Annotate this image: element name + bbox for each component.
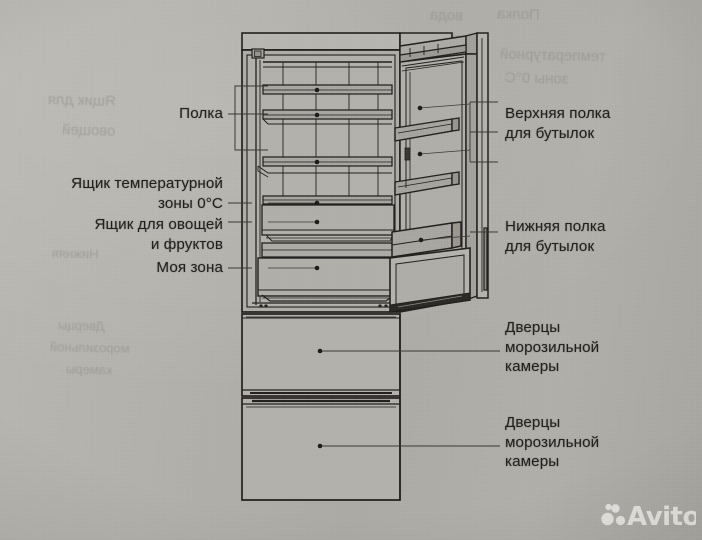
callout-dots	[314, 87, 424, 449]
callout-dot	[317, 443, 323, 449]
door-bottom-panel	[389, 247, 471, 313]
leader-door-inner	[420, 235, 471, 241]
fridge-shelves	[257, 61, 393, 205]
callout-dot	[317, 348, 323, 354]
fridge-door-open	[389, 32, 489, 313]
callout-dot	[314, 87, 320, 93]
leader-door-inner	[419, 103, 471, 109]
callout-dot	[417, 151, 423, 157]
callout-dot	[417, 105, 423, 111]
label-my-zone: Моя зона	[156, 259, 223, 276]
callout-dot	[314, 219, 320, 225]
lower-bottle-shelf-part	[394, 171, 460, 196]
label-shelf: Полка	[179, 105, 223, 122]
callout-dot	[314, 265, 320, 271]
door-bottom-bin	[391, 221, 462, 258]
fridge-drawers	[252, 204, 397, 308]
callout-dot	[314, 159, 320, 165]
leader-door-inner	[419, 149, 471, 155]
callout-dot	[314, 112, 320, 118]
upper-bottle-shelf-part	[394, 117, 460, 142]
freezer-drawer-lower	[241, 397, 401, 501]
callout-dot	[418, 237, 424, 243]
bracket-upper-bottle	[469, 101, 498, 163]
callout-leaders	[228, 85, 500, 447]
callout-dot	[314, 200, 320, 206]
